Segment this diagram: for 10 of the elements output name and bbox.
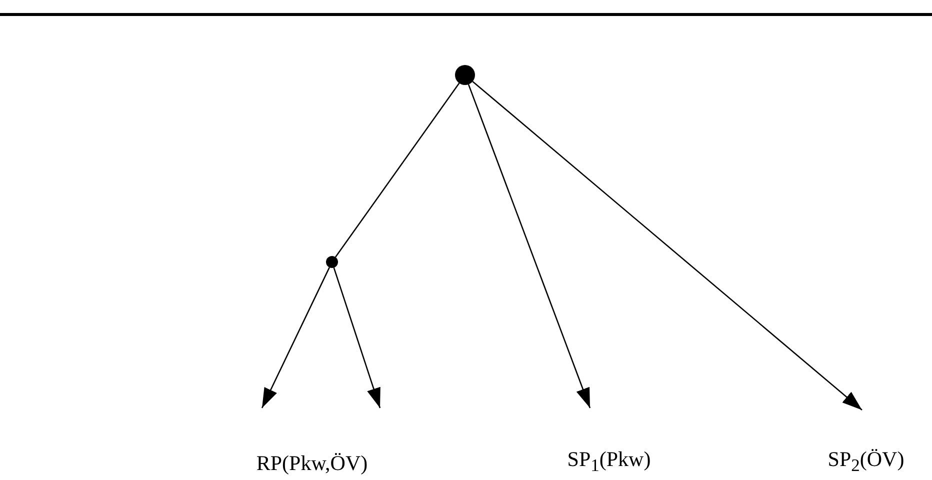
connector-line [334, 82, 460, 258]
arrow [261, 267, 330, 408]
arrow [468, 84, 591, 408]
option-label: RP(Pkw,ÖV) [256, 450, 368, 476]
node-dot [326, 256, 338, 268]
node-dot [455, 65, 475, 85]
arrow [333, 268, 381, 408]
arrow [472, 80, 862, 410]
option-label: SP$_{1}$(Pkw) [567, 446, 651, 476]
option-label: SP$_{2}$(ÖV) [828, 446, 904, 476]
